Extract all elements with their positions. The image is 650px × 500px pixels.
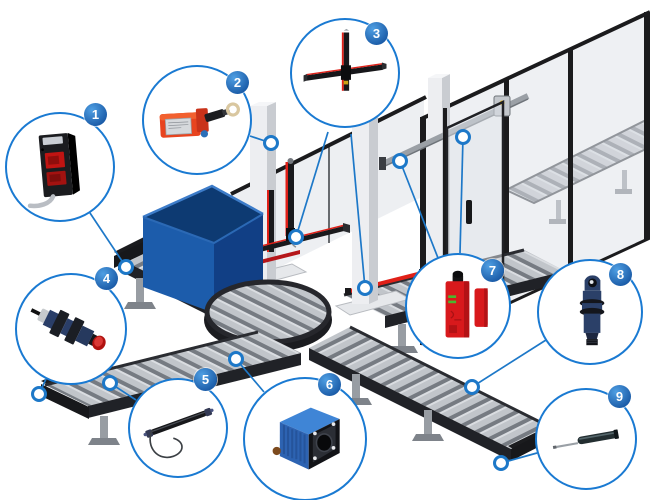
callout-4-number-badge: 4 (95, 267, 118, 290)
device-column-right (334, 86, 412, 316)
callout-2-rope-pull-switch[interactable]: 2 (142, 65, 252, 175)
callout-2-number-badge: 2 (226, 71, 249, 94)
light-beam-deflector-cross-icon (303, 29, 387, 92)
callout-6-vision-camera[interactable]: 6 (243, 373, 367, 500)
safety-interlock-switch-icon (445, 270, 488, 338)
rail-bracket (379, 157, 386, 170)
door-handle (466, 200, 472, 224)
callout-1-number-badge: 1 (84, 103, 107, 126)
callout-8-number-badge: 8 (609, 263, 632, 286)
callout-6-number-badge: 6 (318, 373, 341, 396)
vision-camera-icon (272, 408, 341, 470)
callout-4-cylindrical-sensor[interactable]: 4 (15, 267, 127, 385)
safety-edge-sensor-icon (143, 407, 214, 458)
callout-3-light-beam-cross[interactable]: 3 (290, 18, 400, 128)
leader-dots (31, 129, 509, 471)
callout-3-number-badge: 3 (365, 22, 388, 45)
callout-9-linear-probe[interactable]: 9 (535, 385, 637, 490)
callout-7-number-badge: 7 (481, 259, 504, 282)
callout-1-miniature-photoelectric-sensor[interactable]: 1 (5, 103, 115, 222)
callout-9-number-badge: 9 (608, 385, 631, 408)
rotary-table (204, 279, 332, 352)
callout-7-safety-interlock[interactable]: 7 (405, 253, 511, 359)
callout-5-number-badge: 5 (194, 368, 217, 391)
callout-8-angled-tube-sensor[interactable]: 8 (537, 259, 643, 365)
linear-probe-icon (552, 429, 619, 449)
rope-pull-switch-icon (160, 102, 241, 139)
leader-lines (38, 131, 547, 464)
callout-5-safety-edge-sensor[interactable]: 5 (128, 368, 228, 478)
cylindrical-photoelectric-sensor-icon (30, 307, 106, 350)
miniature-photoelectric-sensor-icon (28, 133, 81, 209)
angled-tube-sensor-icon (579, 275, 605, 346)
